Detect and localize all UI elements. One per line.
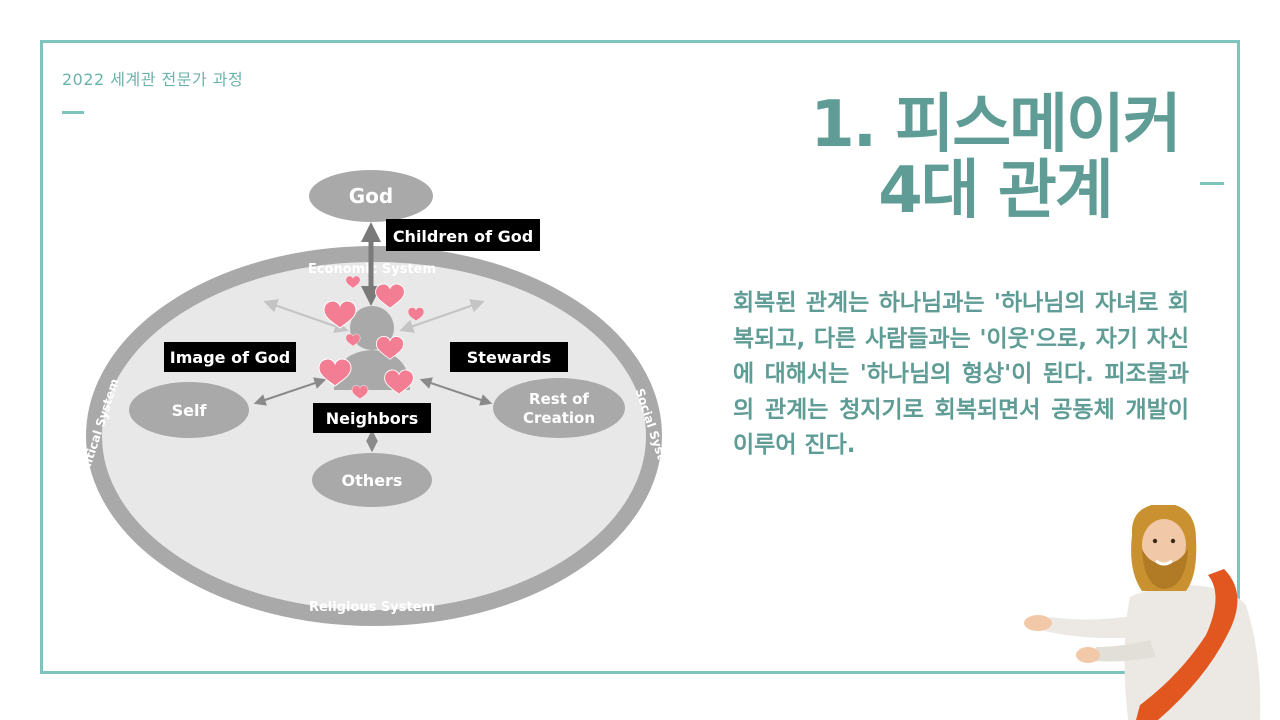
label-children-of-god: Children of God — [393, 227, 533, 246]
node-creation-label-1: Rest of — [529, 390, 589, 408]
heart-icon — [345, 275, 361, 289]
heart-icon — [375, 283, 405, 309]
heart-icon — [323, 300, 357, 329]
hearts-cluster — [318, 275, 425, 400]
arrow-person-creation — [419, 377, 493, 406]
arrow-diag-left — [263, 299, 349, 333]
heart-icon — [407, 307, 425, 322]
node-rest-of-creation — [493, 378, 625, 438]
accent-dash-right — [1200, 182, 1224, 185]
jesus-illustration — [1024, 505, 1261, 720]
four-relationships-diagram: Economic System Religious System Politic… — [84, 170, 675, 626]
box-children-of-god — [386, 219, 540, 251]
slide-title: 1. 피스메이커 4대 관계 — [780, 92, 1210, 224]
title-line-1: 1. 피스메이커 — [810, 88, 1182, 162]
box-image-of-god — [164, 342, 296, 372]
node-self — [129, 382, 249, 438]
heart-icon — [318, 358, 352, 387]
title-line-2: 4대 관계 — [878, 154, 1113, 228]
label-neighbors: Neighbors — [326, 409, 418, 428]
label-image-of-god: Image of God — [170, 348, 290, 367]
heart-icon — [375, 336, 405, 360]
box-neighbors — [313, 403, 431, 433]
node-god — [309, 170, 433, 222]
box-stewards — [450, 342, 568, 372]
node-self-label: Self — [172, 401, 208, 420]
body-paragraph: 회복된 관계는 하나님과는 '하나님의 자녀로 회복되고, 다른 사람들과는 '… — [733, 290, 1189, 458]
node-creation-label-2: Creation — [523, 409, 595, 427]
arrow-person-self — [253, 377, 327, 406]
course-label: 2022 세계관 전문가 과정 — [62, 70, 244, 89]
accent-dash-left — [62, 111, 84, 114]
label-stewards: Stewards — [467, 348, 551, 367]
node-others-label: Others — [342, 471, 403, 490]
arrow-diag-right — [399, 299, 485, 333]
slide-frame — [40, 40, 1240, 674]
heart-icon — [345, 333, 361, 347]
heart-icon — [384, 369, 414, 395]
heart-icon — [351, 385, 369, 400]
node-others — [312, 453, 432, 507]
node-god-label: God — [349, 184, 393, 208]
label-religious-system: Religious System — [309, 600, 435, 615]
